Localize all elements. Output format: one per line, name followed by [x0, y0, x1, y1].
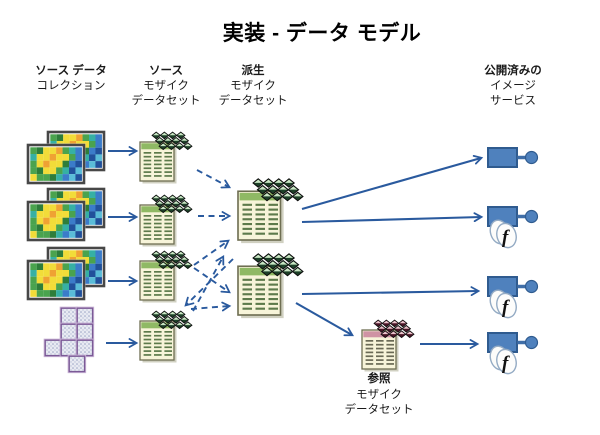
diagram-title: 実装 - データ モデル [222, 22, 422, 45]
solid-arrow [301, 212, 484, 224]
image-service-function-icon: f [487, 332, 539, 375]
dashed-arrow [193, 267, 231, 294]
source-mosaic-dataset-icon [139, 250, 193, 303]
dashed-arrow [196, 169, 232, 189]
reference-mosaic-dataset-icon [361, 319, 415, 372]
image-service-function-icon: f [487, 276, 539, 319]
dashed-arrow [190, 301, 232, 312]
image-service-icon [487, 147, 539, 168]
function-f-glyph: f [502, 227, 510, 248]
source-mosaic-dataset-icon [139, 310, 193, 363]
tiled-collection-icon [43, 306, 95, 374]
source-mosaic-dataset-icon [139, 194, 193, 247]
solid-arrow [301, 155, 484, 211]
dashed-arrow [184, 258, 234, 307]
solid-arrow [295, 302, 355, 337]
arrows-layer [106, 146, 484, 349]
solid-arrow [301, 286, 481, 297]
image-service-function-icon: f [487, 206, 539, 249]
raster-collection-icon [26, 187, 106, 242]
column-header-derived-mosaic-dataset: 派生 モザイク データセット [218, 65, 288, 107]
reference-mosaic-dataset-label: 参照 モザイク データセット [344, 373, 414, 416]
raster-collection-icon [26, 130, 106, 185]
column-header-source-data-collection: ソース データ コレクション [35, 65, 107, 92]
column-header-published-image-service: 公開済みの イメージ サービス [484, 65, 542, 107]
raster-collection-icon [26, 246, 106, 301]
icon-layer: f f f [26, 130, 539, 375]
function-f-glyph: f [502, 297, 510, 318]
function-f-glyph: f [502, 353, 510, 374]
column-header-source-mosaic-dataset: ソース モザイク データセット [131, 65, 201, 107]
derived-mosaic-dataset-icon [237, 178, 304, 244]
dashed-arrow [193, 239, 230, 266]
derived-mosaic-dataset-icon [237, 253, 304, 319]
source-mosaic-dataset-icon [139, 131, 193, 184]
